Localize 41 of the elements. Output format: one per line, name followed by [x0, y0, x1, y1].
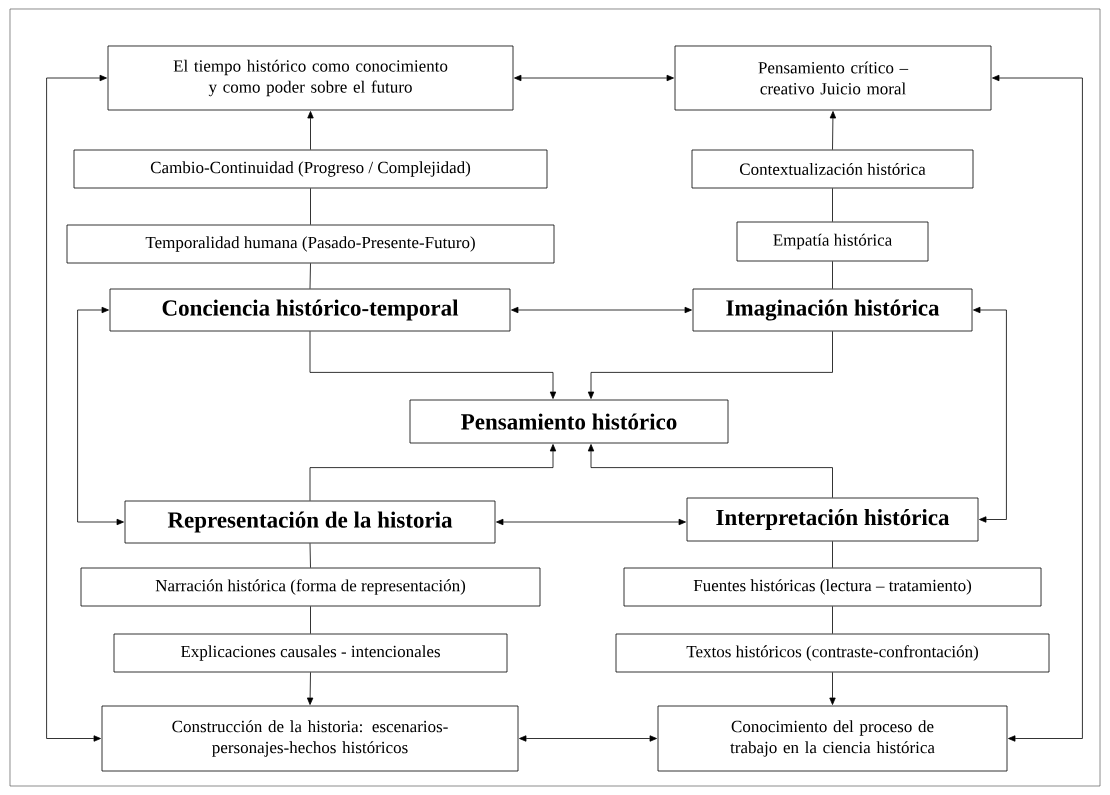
arrow [309, 444, 557, 501]
concept-box: Conciencia histórico-temporal [109, 288, 511, 332]
arrow [829, 111, 837, 150]
connector-line [310, 606, 311, 634]
process-box: Pensamiento crítico – creativo Juicio moral [674, 45, 992, 111]
connector-line [832, 188, 833, 222]
arrow [309, 331, 557, 399]
process-box: Narración histórica (forma de representación) [80, 567, 541, 607]
arrow [587, 331, 833, 399]
process-box: Explicaciones causales - intencionales [113, 633, 508, 673]
double-arrow [46, 74, 107, 742]
arrow [307, 111, 314, 150]
process-box: Cambio-Continuidad (Progreso / Complejidad) [73, 149, 548, 189]
connector-line [832, 261, 833, 289]
arrow [587, 444, 833, 498]
connector-line [832, 606, 833, 634]
process-box: El tiempo histórico como conocimiento y como poder sobre el futuro [107, 45, 514, 111]
double-arrow [973, 306, 1007, 523]
process-box: Empatía histórica [736, 221, 929, 262]
concept-box: Representación de la historia [124, 500, 496, 544]
arrow [829, 672, 836, 705]
process-box: Construcción de la historia: escenarios-personajes-hechos históricos [101, 705, 519, 772]
double-arrow [514, 74, 674, 82]
double-arrow [992, 74, 1083, 742]
process-box: Conocimiento del proceso de trabajo en la ciencia histórica [657, 705, 1008, 772]
double-arrow [77, 306, 124, 526]
double-arrow [519, 735, 657, 742]
concept-box: Imaginación histórica [692, 288, 973, 332]
connector-line [309, 263, 311, 289]
concept-box: Interpretación histórica [686, 497, 979, 542]
process-box: Fuentes históricas (lectura – tratamiento) [623, 567, 1042, 607]
double-arrow [496, 518, 686, 526]
process-box: Temporalidad humana (Pasado-Presente-Futuro) [66, 224, 555, 264]
process-box: Contextualización histórica [691, 149, 974, 189]
connector-line [832, 541, 833, 568]
connector-line [309, 543, 311, 568]
process-box: Textos históricos (contraste-confrontación) [615, 633, 1050, 673]
arrow [306, 672, 314, 705]
double-arrow [511, 306, 692, 314]
concept-box: Pensamiento histórico [409, 399, 729, 444]
connector-line [310, 188, 311, 225]
